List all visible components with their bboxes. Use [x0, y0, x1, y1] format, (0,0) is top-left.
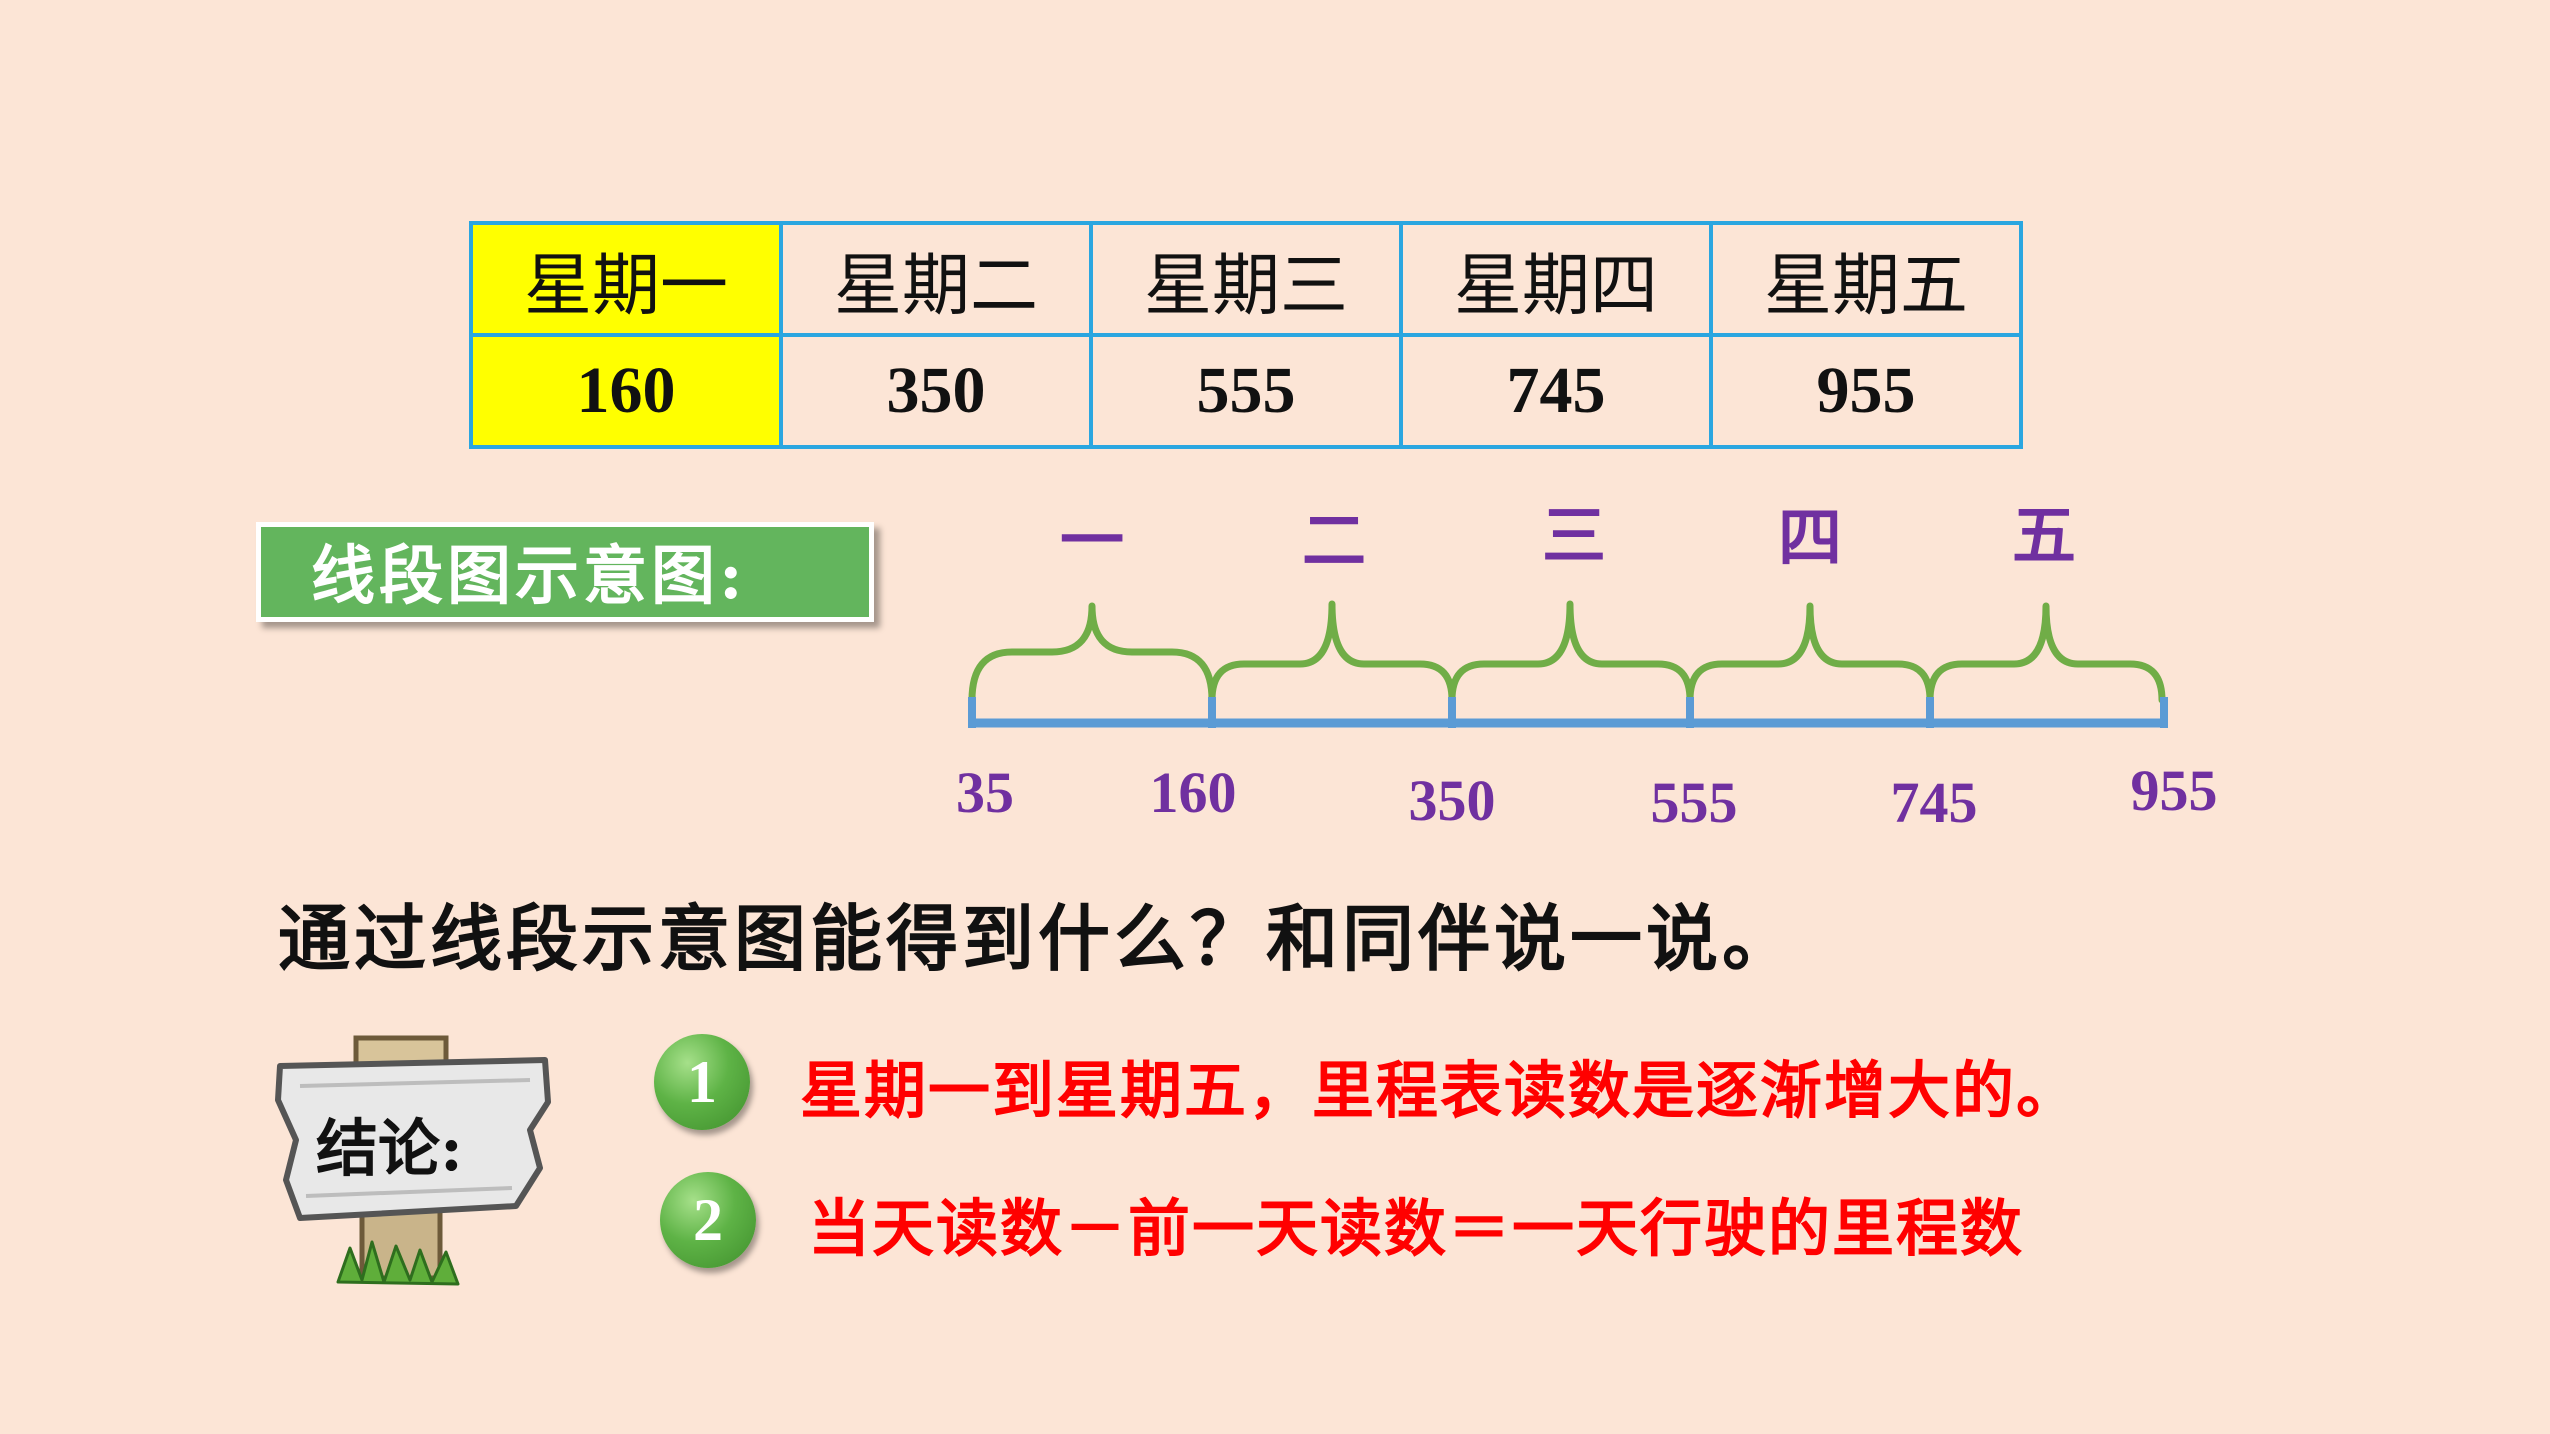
value-cell-tuesday: 350 [779, 333, 1093, 449]
table-header-row: 星期一 星期二 星期三 星期四 星期五 [469, 221, 2023, 337]
conclusion-number-1: 1 [654, 1034, 750, 1130]
header-cell-friday: 星期五 [1709, 221, 2023, 337]
conclusion-sign-label: 结论: [316, 1112, 463, 1185]
segment-label-1: 一 [1060, 505, 1124, 579]
tick-label-555: 555 [1651, 770, 1738, 835]
segment-label-5: 五 [2012, 500, 2076, 574]
tick-label-350: 350 [1409, 768, 1496, 833]
conclusion-text-2: 当天读数－前一天读数＝一天行驶的里程数 [808, 1192, 2025, 1265]
segment-label-4: 四 [1778, 502, 1842, 576]
number-line [968, 697, 2168, 728]
question-text: 通过线段示意图能得到什么？和同伴说一说。 [278, 896, 1799, 981]
signpost-icon [275, 1035, 551, 1286]
header-cell-thursday: 星期四 [1399, 221, 1713, 337]
value-cell-thursday: 745 [1399, 333, 1713, 449]
conclusion-text-1: 星期一到星期五，里程表读数是逐渐增大的。 [800, 1054, 2081, 1127]
brace-wednesday [1448, 600, 1694, 704]
tick-label-745: 745 [1891, 770, 1978, 835]
brace-monday [968, 602, 1216, 704]
tick-label-955: 955 [2131, 758, 2218, 823]
value-cell-friday: 955 [1709, 333, 2023, 449]
tick-label-160: 160 [1150, 760, 1237, 825]
diagram-label-box: 线段图示意图: [256, 522, 874, 622]
table-value-row: 160 350 555 745 955 [469, 333, 2023, 449]
brace-tuesday [1208, 600, 1456, 704]
mileage-table: 星期一 星期二 星期三 星期四 星期五 160 350 555 745 955 [469, 221, 2023, 449]
brace-thursday [1686, 602, 1934, 704]
conclusion-number-2: 2 [660, 1172, 756, 1268]
segment-label-3: 三 [1542, 500, 1606, 574]
value-cell-wednesday: 555 [1089, 333, 1403, 449]
value-cell-monday: 160 [469, 333, 783, 449]
header-cell-tuesday: 星期二 [779, 221, 1093, 337]
brace-friday [1926, 602, 2166, 704]
header-cell-monday: 星期一 [469, 221, 783, 337]
tick-label-35: 35 [956, 760, 1014, 825]
segment-label-2: 二 [1302, 505, 1366, 579]
header-cell-wednesday: 星期三 [1089, 221, 1403, 337]
